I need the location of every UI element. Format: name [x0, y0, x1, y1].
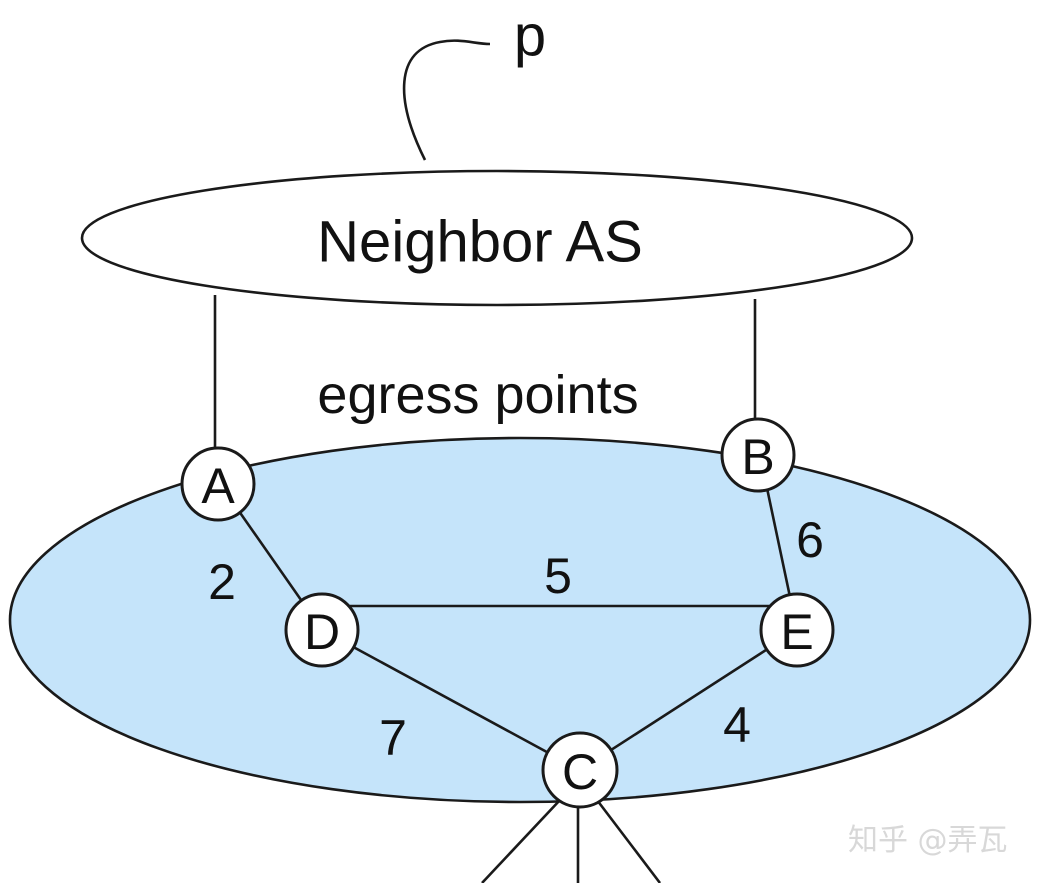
prefix-curve: [402, 39, 491, 161]
node-a: A: [180, 446, 256, 522]
node-b: B: [720, 417, 796, 493]
node-d-label: D: [304, 604, 340, 660]
watermark-text: 知乎 @弄瓦: [848, 823, 1008, 858]
edge-label-d-e: 5: [544, 548, 572, 604]
edge-d-c: [321, 628, 581, 772]
node-a-label: A: [201, 458, 235, 514]
egress-label: egress points: [317, 365, 638, 425]
link-c-out-left: [481, 799, 561, 883]
node-c: C: [541, 731, 619, 809]
edge-e-c: [579, 628, 798, 772]
node-b-label: B: [741, 429, 774, 485]
node-e: E: [759, 592, 835, 668]
node-e-label: E: [780, 604, 813, 660]
neighbor-as-ellipse: [80, 169, 914, 307]
edge-label-e-c: 4: [723, 697, 751, 753]
node-d: D: [284, 592, 360, 668]
link-c-out-right: [595, 799, 662, 883]
edge-label-a-d: 2: [208, 554, 236, 610]
local-as-ellipse: [8, 436, 1032, 804]
edge-label-b-e: 6: [796, 512, 824, 568]
edge-label-d-c: 7: [379, 710, 407, 766]
node-c-label: C: [562, 744, 598, 800]
neighbor-as-label: Neighbor AS: [317, 210, 643, 275]
prefix-label: p: [514, 4, 546, 69]
